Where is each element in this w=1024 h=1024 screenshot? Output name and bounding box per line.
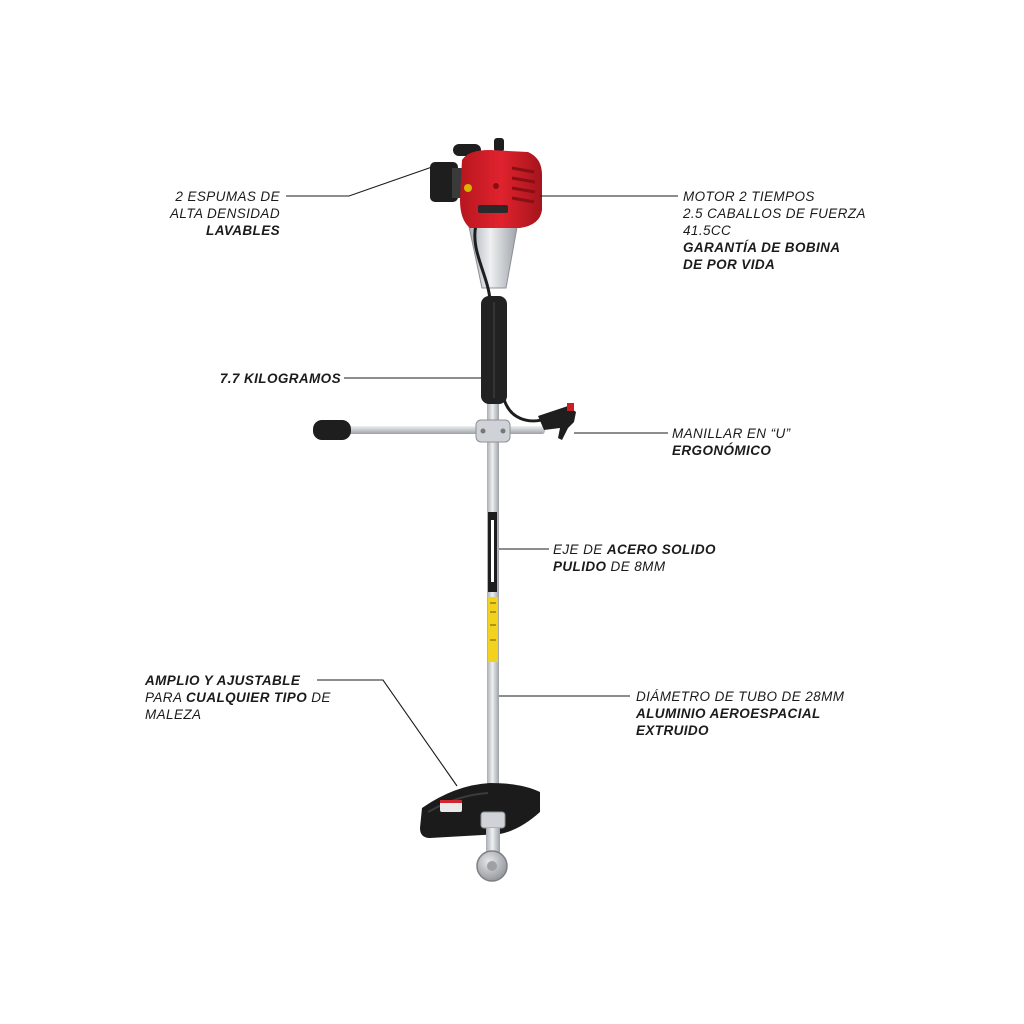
callout-text: DE xyxy=(307,690,331,705)
callout-weight: 7.7 KILOGRAMOS xyxy=(220,370,341,387)
callout-text: PARA xyxy=(145,690,187,705)
callout-line: ERGONÓMICO xyxy=(672,442,791,459)
shaft-label-stripe xyxy=(491,520,494,582)
callout-text: AMPLIO Y AJUSTABLE xyxy=(145,673,301,688)
leader-line-foam xyxy=(286,166,433,197)
cooling-slot xyxy=(511,176,536,184)
callout-line: EJE DE ACERO SOLIDO xyxy=(553,541,716,558)
callout-line: MANILLAR EN “U” xyxy=(672,425,791,442)
brand-plate xyxy=(478,205,508,213)
callout-text: MANILLAR EN “U” xyxy=(672,426,791,441)
callout-line: LAVABLES xyxy=(170,222,280,239)
callout-line: ALTA DENSIDAD xyxy=(170,205,280,222)
leader-line-guard xyxy=(317,679,458,787)
callout-text: DE 8MM xyxy=(606,559,666,574)
callout-text: 2.5 CABALLOS DE FUERZA xyxy=(683,206,866,221)
callout-text: DIÁMETRO DE TUBO DE 28MM xyxy=(636,689,845,704)
air-filter-edge xyxy=(452,168,462,198)
air-filter-box xyxy=(430,162,458,202)
blade-guard-highlight xyxy=(427,792,489,813)
callout-text: MOTOR 2 TIEMPOS xyxy=(683,189,815,204)
clamp-bolt xyxy=(480,428,486,434)
callout-text: 2 ESPUMAS DE xyxy=(175,189,280,204)
trimmer-head-center xyxy=(487,861,497,871)
guard-clamp xyxy=(480,811,506,829)
callout-text: ERGONÓMICO xyxy=(672,443,772,458)
callout-line: DIÁMETRO DE TUBO DE 28MM xyxy=(636,688,844,705)
cooling-slot xyxy=(511,166,535,174)
callout-text: EXTRUIDO xyxy=(636,723,709,738)
callout-text: ALUMINIO AEROESPACIAL xyxy=(636,706,821,721)
callout-text: 41.5CC xyxy=(683,223,732,238)
callout-line: 2.5 CABALLOS DE FUERZA xyxy=(683,205,866,222)
handlebar-bar xyxy=(345,426,545,434)
callout-line: ALUMINIO AEROESPACIAL xyxy=(636,705,844,722)
throttle-switch xyxy=(567,403,574,411)
callout-text: ALTA DENSIDAD xyxy=(170,206,280,221)
callout-text: 7.7 KILOGRAMOS xyxy=(219,371,341,386)
callout-line: GARANTÍA DE BOBINA xyxy=(683,239,866,256)
callout-line: PULIDO DE 8MM xyxy=(553,558,716,575)
handlebar-left-grip xyxy=(313,420,351,440)
guard-sticker-band xyxy=(440,800,462,803)
callout-line: DE POR VIDA xyxy=(683,256,866,273)
callout-text: GARANTÍA DE BOBINA xyxy=(683,240,841,255)
callout-line: 2 ESPUMAS DE xyxy=(170,188,280,205)
callout-text: LAVABLES xyxy=(206,223,280,238)
callout-line: 7.7 KILOGRAMOS xyxy=(220,370,341,387)
leader-lines xyxy=(286,166,678,787)
callout-text: ACERO SOLIDO xyxy=(606,542,716,557)
engine-top-knob xyxy=(494,138,504,152)
throttle-cable xyxy=(473,224,492,301)
callout-line: EXTRUIDO xyxy=(636,722,844,739)
clamp-bolt xyxy=(500,428,506,434)
callout-foam-filters: 2 ESPUMAS DE ALTA DENSIDAD LAVABLES xyxy=(170,188,280,239)
callout-line: 41.5CC xyxy=(683,222,866,239)
primer-bulb xyxy=(464,184,472,192)
callout-tube: DIÁMETRO DE TUBO DE 28MM ALUMINIO AEROESP… xyxy=(636,688,844,739)
callout-line: MALEZA xyxy=(145,706,331,723)
callout-text: MALEZA xyxy=(145,707,202,722)
callout-text: CUALQUIER TIPO xyxy=(186,690,308,705)
callout-handlebar: MANILLAR EN “U” ERGONÓMICO xyxy=(672,425,791,459)
callout-line: PARA CUALQUIER TIPO DE xyxy=(145,689,331,706)
warning-sticker xyxy=(488,597,498,662)
callout-text: DE POR VIDA xyxy=(683,257,776,272)
engine-cover xyxy=(460,150,542,228)
engine-bolt xyxy=(493,183,499,189)
callout-motor-specs: MOTOR 2 TIEMPOS 2.5 CABALLOS DE FUERZA 41.… xyxy=(683,188,866,273)
blade-guard xyxy=(420,783,540,838)
cooling-slot xyxy=(511,196,535,204)
callout-line: AMPLIO Y AJUSTABLE xyxy=(145,672,331,689)
cooling-slot xyxy=(511,186,536,194)
callout-text: EJE DE xyxy=(553,542,607,557)
throttle-grip xyxy=(538,406,576,440)
callout-line: MOTOR 2 TIEMPOS xyxy=(683,188,866,205)
callout-text: PULIDO xyxy=(553,559,607,574)
handlebar-clamp xyxy=(475,419,511,443)
